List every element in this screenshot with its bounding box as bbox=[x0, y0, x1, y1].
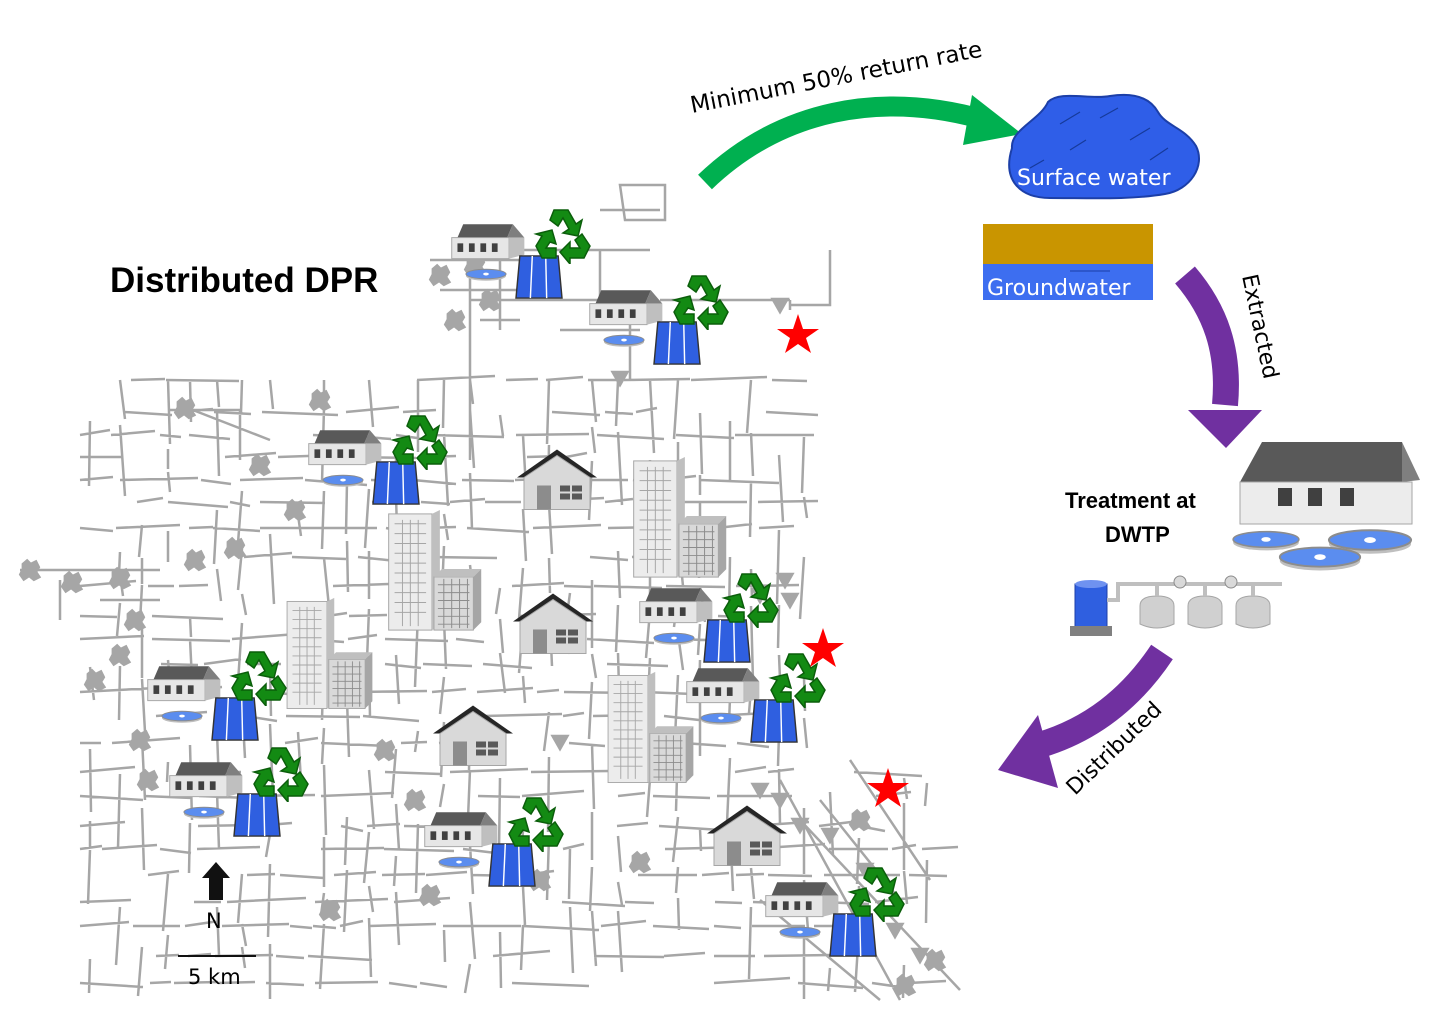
house-icon bbox=[705, 804, 789, 867]
surface-water: Surface water bbox=[1008, 93, 1200, 200]
recycle-icon bbox=[673, 275, 729, 330]
solar-panel-icon bbox=[750, 699, 798, 743]
solar-panel-icon bbox=[372, 461, 420, 505]
clarifier-icon bbox=[779, 926, 821, 940]
neighborhood-node bbox=[60, 570, 84, 594]
clarifier-icon bbox=[653, 632, 695, 646]
clarifier-icon bbox=[603, 334, 645, 348]
solar-panel-icon bbox=[233, 793, 281, 837]
treatment-train bbox=[1070, 575, 1282, 636]
building-icon bbox=[607, 671, 694, 784]
distributed-treatment-sites bbox=[147, 209, 905, 957]
neighborhood-node bbox=[128, 728, 152, 752]
treatment-label-line1: Treatment at bbox=[1065, 488, 1196, 513]
distributed-treatment-site bbox=[589, 275, 729, 365]
house-icon bbox=[639, 587, 713, 624]
neighborhood-node bbox=[108, 643, 132, 667]
house-icon bbox=[308, 429, 382, 466]
neighborhood-node bbox=[373, 738, 397, 762]
neighborhood-node bbox=[136, 768, 160, 792]
clarifier-icon bbox=[1232, 530, 1300, 552]
clarifier-icon bbox=[465, 268, 507, 282]
house-icon bbox=[686, 667, 760, 704]
neighborhood-node bbox=[923, 948, 947, 972]
clarifier-icon bbox=[700, 712, 742, 726]
solar-panel-icon bbox=[211, 697, 259, 741]
solar-panel-icon bbox=[515, 255, 563, 299]
recycle-icon bbox=[723, 573, 779, 628]
north-arrow: N bbox=[202, 862, 230, 933]
extracted-label: Extracted bbox=[1236, 272, 1283, 381]
outfall-stars bbox=[777, 314, 909, 807]
neighborhood-node bbox=[418, 883, 442, 907]
house-icon bbox=[515, 448, 599, 511]
star-icon bbox=[777, 314, 819, 353]
distributed-arrow bbox=[998, 644, 1173, 788]
neighborhood-node bbox=[173, 396, 197, 420]
house-icon bbox=[765, 881, 839, 918]
neighborhood-node bbox=[183, 548, 207, 572]
solar-panel-icon bbox=[653, 321, 701, 365]
house-icon bbox=[589, 289, 663, 326]
neighborhood-node bbox=[308, 388, 332, 412]
neighborhood-node bbox=[248, 453, 272, 477]
neighborhood-node bbox=[428, 263, 452, 287]
star-icon bbox=[802, 628, 844, 667]
extracted-arrow bbox=[1175, 266, 1262, 448]
solar-panel-icon bbox=[829, 913, 877, 957]
pump-station-icon bbox=[820, 827, 840, 845]
neighborhood-node bbox=[18, 558, 42, 582]
solar-panel-icon bbox=[703, 619, 751, 663]
building-icon bbox=[633, 456, 727, 578]
solar-panel-icon bbox=[488, 843, 536, 887]
scale-label: 5 km bbox=[188, 965, 241, 989]
diagram-title: Distributed DPR bbox=[110, 261, 378, 300]
house-icon bbox=[424, 811, 498, 848]
distributed-treatment-site bbox=[451, 209, 591, 299]
groundwater-label: Groundwater bbox=[987, 276, 1132, 301]
recycle-icon bbox=[508, 797, 564, 852]
neighborhood-node bbox=[443, 308, 467, 332]
pump-station-icon bbox=[770, 792, 790, 810]
dwtp-plant bbox=[1232, 442, 1420, 572]
neighborhood-node bbox=[848, 808, 872, 832]
pump-station-icon bbox=[550, 734, 570, 752]
neighborhood-node bbox=[83, 668, 107, 692]
pump-station-icon bbox=[780, 592, 800, 610]
neighborhood-node bbox=[478, 288, 502, 312]
recycle-icon bbox=[392, 415, 448, 470]
neighborhood-node bbox=[628, 850, 652, 874]
north-arrow-icon bbox=[202, 862, 230, 900]
clarifier-icon bbox=[438, 856, 480, 870]
neighborhood-node bbox=[403, 788, 427, 812]
clarifier-icon bbox=[183, 806, 225, 820]
house-icon bbox=[451, 223, 525, 260]
building-icon bbox=[286, 597, 373, 710]
pump-station-icon bbox=[770, 297, 790, 315]
neighborhood-node bbox=[893, 973, 917, 997]
surface-water-label: Surface water bbox=[1017, 166, 1171, 191]
return-arrow bbox=[698, 95, 1022, 190]
star-icon bbox=[867, 768, 909, 807]
clarifier-icon bbox=[161, 710, 203, 724]
clarifier-icon bbox=[1278, 546, 1362, 572]
groundwater: Groundwater bbox=[983, 224, 1153, 301]
neighborhood-node bbox=[223, 536, 247, 560]
treatment-label-line2: DWTP bbox=[1105, 522, 1170, 547]
pump-station-icon bbox=[885, 922, 905, 940]
clarifier-icon bbox=[322, 474, 364, 488]
distributed-treatment-site bbox=[308, 415, 448, 505]
house-icon bbox=[511, 592, 595, 655]
north-label: N bbox=[206, 909, 222, 933]
recycle-icon bbox=[535, 209, 591, 264]
scale-bar: 5 km bbox=[178, 955, 256, 989]
house-icon bbox=[169, 761, 243, 798]
neighborhood-node bbox=[123, 608, 147, 632]
house-icon bbox=[147, 665, 221, 702]
